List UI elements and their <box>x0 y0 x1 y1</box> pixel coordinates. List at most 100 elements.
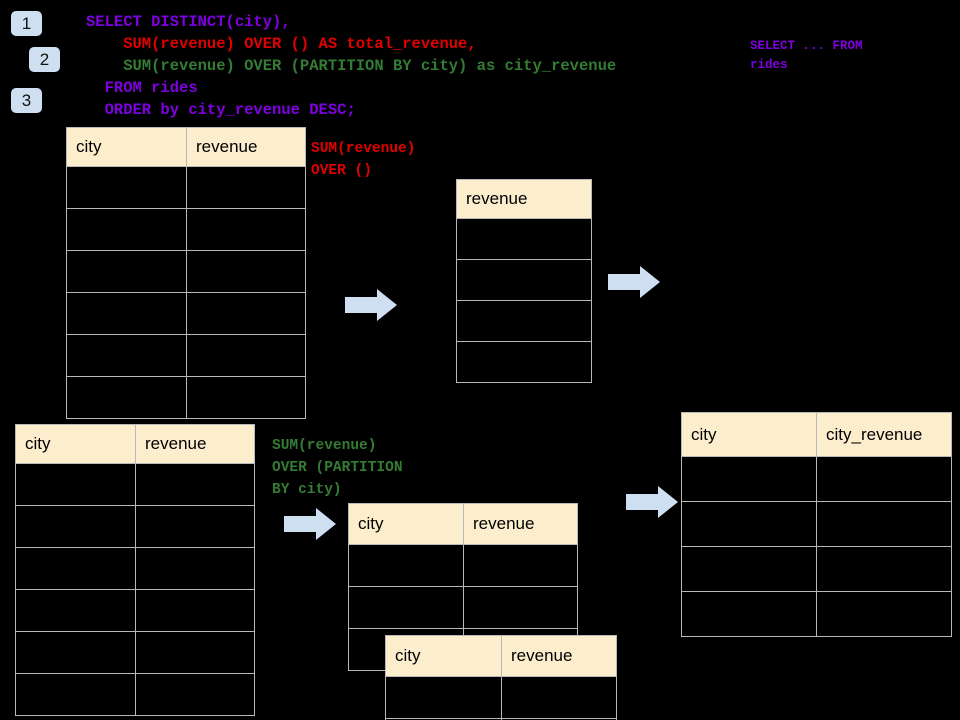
cell-revenue <box>135 631 255 674</box>
cell-city <box>681 456 817 502</box>
column-header-city: city <box>15 424 136 464</box>
cell-city <box>66 166 187 209</box>
cell-revenue <box>456 259 592 301</box>
table-row <box>66 250 306 293</box>
column-header-city: city <box>66 127 187 167</box>
cell-city-revenue <box>816 501 952 547</box>
annotation-over-empty: SUM(revenue) OVER () <box>311 141 416 179</box>
table-row <box>681 501 952 547</box>
cell-revenue <box>186 376 306 419</box>
table-row <box>66 376 306 419</box>
table-row <box>15 589 255 632</box>
column-header-city-revenue: city_revenue <box>816 412 952 457</box>
sql-line-select-distinct: SELECT DISTINCT(city), <box>86 13 291 31</box>
source-rides-table-partitioned: city revenue <box>15 424 255 716</box>
sql-line-sum-over-partition: SUM(revenue) OVER (PARTITION BY city) as… <box>86 57 617 75</box>
column-header-revenue: revenue <box>456 179 592 219</box>
table-row <box>681 456 952 502</box>
cell-revenue <box>186 208 306 251</box>
result-table: city city_revenue <box>681 412 952 637</box>
total-revenue-table: revenue <box>456 179 592 383</box>
cell-city <box>66 334 187 377</box>
source-rides-table: city revenue <box>66 127 306 419</box>
sql-line-from-rides: FROM rides <box>86 79 198 97</box>
cell-revenue <box>135 547 255 590</box>
cell-revenue <box>463 586 578 629</box>
cell-city <box>15 589 136 632</box>
table-header-row: city revenue <box>66 127 306 167</box>
cell-revenue <box>135 463 255 506</box>
column-header-revenue: revenue <box>463 503 578 545</box>
table-row <box>66 292 306 335</box>
cell-revenue <box>501 676 617 719</box>
table-row <box>15 505 255 548</box>
cell-city <box>15 547 136 590</box>
cell-city-revenue <box>816 456 952 502</box>
column-header-city: city <box>385 635 502 677</box>
column-header-revenue: revenue <box>135 424 255 464</box>
column-header-revenue: revenue <box>186 127 306 167</box>
cell-city <box>66 376 187 419</box>
cell-revenue <box>456 300 592 342</box>
table-row <box>681 591 952 637</box>
cell-revenue <box>135 505 255 548</box>
table-row <box>66 208 306 251</box>
arrow-source-to-partition <box>284 508 336 540</box>
cell-revenue <box>186 166 306 209</box>
cell-city <box>66 250 187 293</box>
cell-revenue <box>501 718 617 720</box>
table-row <box>15 463 255 506</box>
cell-city <box>15 505 136 548</box>
cell-revenue <box>456 218 592 260</box>
column-header-city: city <box>681 412 817 457</box>
cell-revenue <box>463 544 578 587</box>
step-badge-1: 1 <box>11 11 42 36</box>
cell-revenue <box>135 589 255 632</box>
cell-city <box>15 463 136 506</box>
table-row <box>15 547 255 590</box>
annotation-select-from: SELECT ... FROM rides <box>750 39 863 72</box>
cell-city <box>385 676 502 719</box>
table-row <box>66 334 306 377</box>
table-header-row: city revenue <box>348 503 578 545</box>
table-row <box>456 341 592 383</box>
cell-revenue <box>135 673 255 716</box>
table-row <box>681 546 952 592</box>
cell-city <box>348 544 464 587</box>
table-row <box>15 631 255 674</box>
column-header-city: city <box>348 503 464 545</box>
table-row <box>348 544 578 587</box>
cell-city <box>15 673 136 716</box>
cell-city-revenue <box>816 546 952 592</box>
cell-city <box>681 546 817 592</box>
table-header-row: revenue <box>456 179 592 219</box>
annotation-over-partition: SUM(revenue) OVER (PARTITION BY city) <box>272 438 403 498</box>
arrow-partition-to-result <box>626 486 678 518</box>
cell-revenue <box>186 250 306 293</box>
table-header-row: city revenue <box>15 424 255 464</box>
cell-city <box>66 292 187 335</box>
step-badge-3: 3 <box>11 88 42 113</box>
partition-group-table-b: city revenue <box>385 635 617 720</box>
cell-city-revenue <box>816 591 952 637</box>
arrow-total-to-result <box>608 266 660 298</box>
cell-city <box>681 501 817 547</box>
table-row <box>456 218 592 260</box>
column-header-revenue: revenue <box>501 635 617 677</box>
cell-city <box>66 208 187 251</box>
cell-revenue <box>186 292 306 335</box>
cell-city <box>15 631 136 674</box>
table-row <box>348 586 578 629</box>
cell-revenue <box>186 334 306 377</box>
table-row <box>385 718 617 720</box>
sql-line-sum-over-empty: SUM(revenue) OVER () AS total_revenue, <box>86 35 477 53</box>
cell-revenue <box>456 341 592 383</box>
table-row <box>15 673 255 716</box>
table-row <box>385 676 617 719</box>
cell-city <box>681 591 817 637</box>
arrow-source-to-total <box>345 289 397 321</box>
table-header-row: city city_revenue <box>681 412 952 457</box>
cell-city <box>348 586 464 629</box>
step-badge-2: 2 <box>29 47 60 72</box>
